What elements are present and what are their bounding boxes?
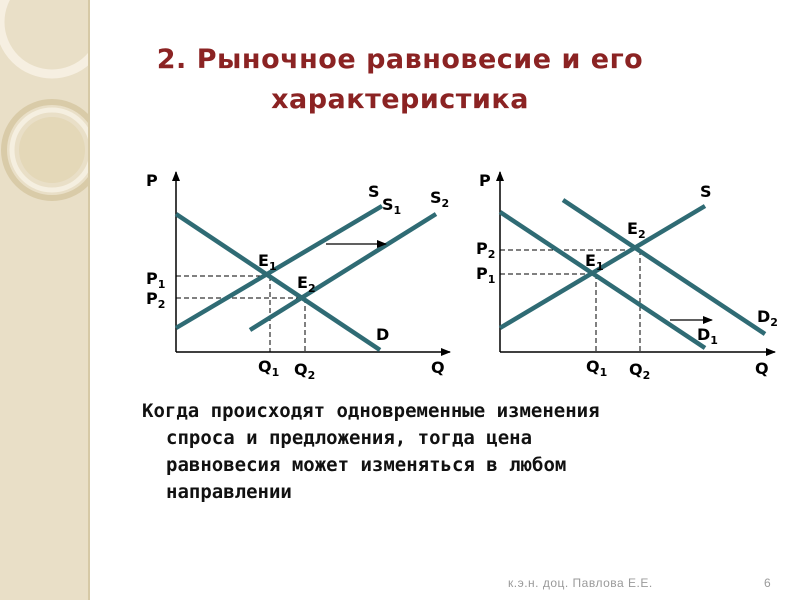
decorative-side-stripe [0,0,109,600]
supply-curve-s1 [174,204,384,330]
decorative-circles [0,0,109,201]
p-axis-label: P [146,171,158,190]
equilibrium-label-e1: E1 [258,251,277,273]
supply-curve-s2 [248,212,438,332]
stripe-divider [88,0,90,600]
p-axis-label: P [479,171,491,190]
q-axis-label: Q [755,359,769,378]
qty-label-q1: Q1 [586,357,607,379]
body-line-1: Когда происходят одновременные изменения [142,400,600,422]
body-line-2: спроса и предложения, тогда цена [166,427,533,449]
price-label-p2: P2 [146,289,165,311]
qty-label-q2: Q2 [294,360,315,382]
q-axis-label: Q [431,358,445,377]
qty-label-q2: Q2 [629,360,650,382]
right-supply-demand-diagram: P Q S D1 D2 E1 E2 P2 P1 Q1 Q2 [476,171,778,382]
slide-title: 2. Рыночное равновесие и его характерист… [100,40,700,120]
supply-label-s2: S2 [430,188,449,210]
supply-label-s1: S1 [382,195,401,217]
title-line-1: 2. Рыночное равновесие и его [156,44,644,75]
demand-curve-d [174,212,382,352]
demand-label-d1: D1 [697,325,718,347]
price-label-p1: P1 [476,264,495,286]
page-number: 6 [764,576,771,590]
price-label-p1: P1 [146,269,165,291]
body-line-4: направлении [166,481,292,503]
slide-body-text: Когда происходят одновременные изменения… [142,398,772,506]
left-supply-demand-diagram: P Q S S1 S2 D E1 E2 P1 P2 Q1 Q2 [146,171,451,382]
title-line-2: характеристика [271,84,529,115]
demand-label-d2: D2 [757,307,778,329]
slide-footer: к.э.н. доц. Павлова Е.Е. [508,576,653,590]
demand-curve-d1 [498,210,707,350]
equilibrium-label-e1: E1 [585,251,604,273]
supply-curve-s [498,204,707,330]
equilibrium-label-e2: E2 [627,219,646,241]
demand-curve-d2 [561,198,767,336]
qty-label-q1: Q1 [258,357,279,379]
body-line-3: равновесия может изменяться в любом [166,454,567,476]
supply-label-s: S [368,182,380,201]
equilibrium-label-e2: E2 [297,273,316,295]
price-label-p2: P2 [476,239,495,261]
supply-label-s: S [700,182,712,201]
demand-label-d: D [376,325,389,344]
